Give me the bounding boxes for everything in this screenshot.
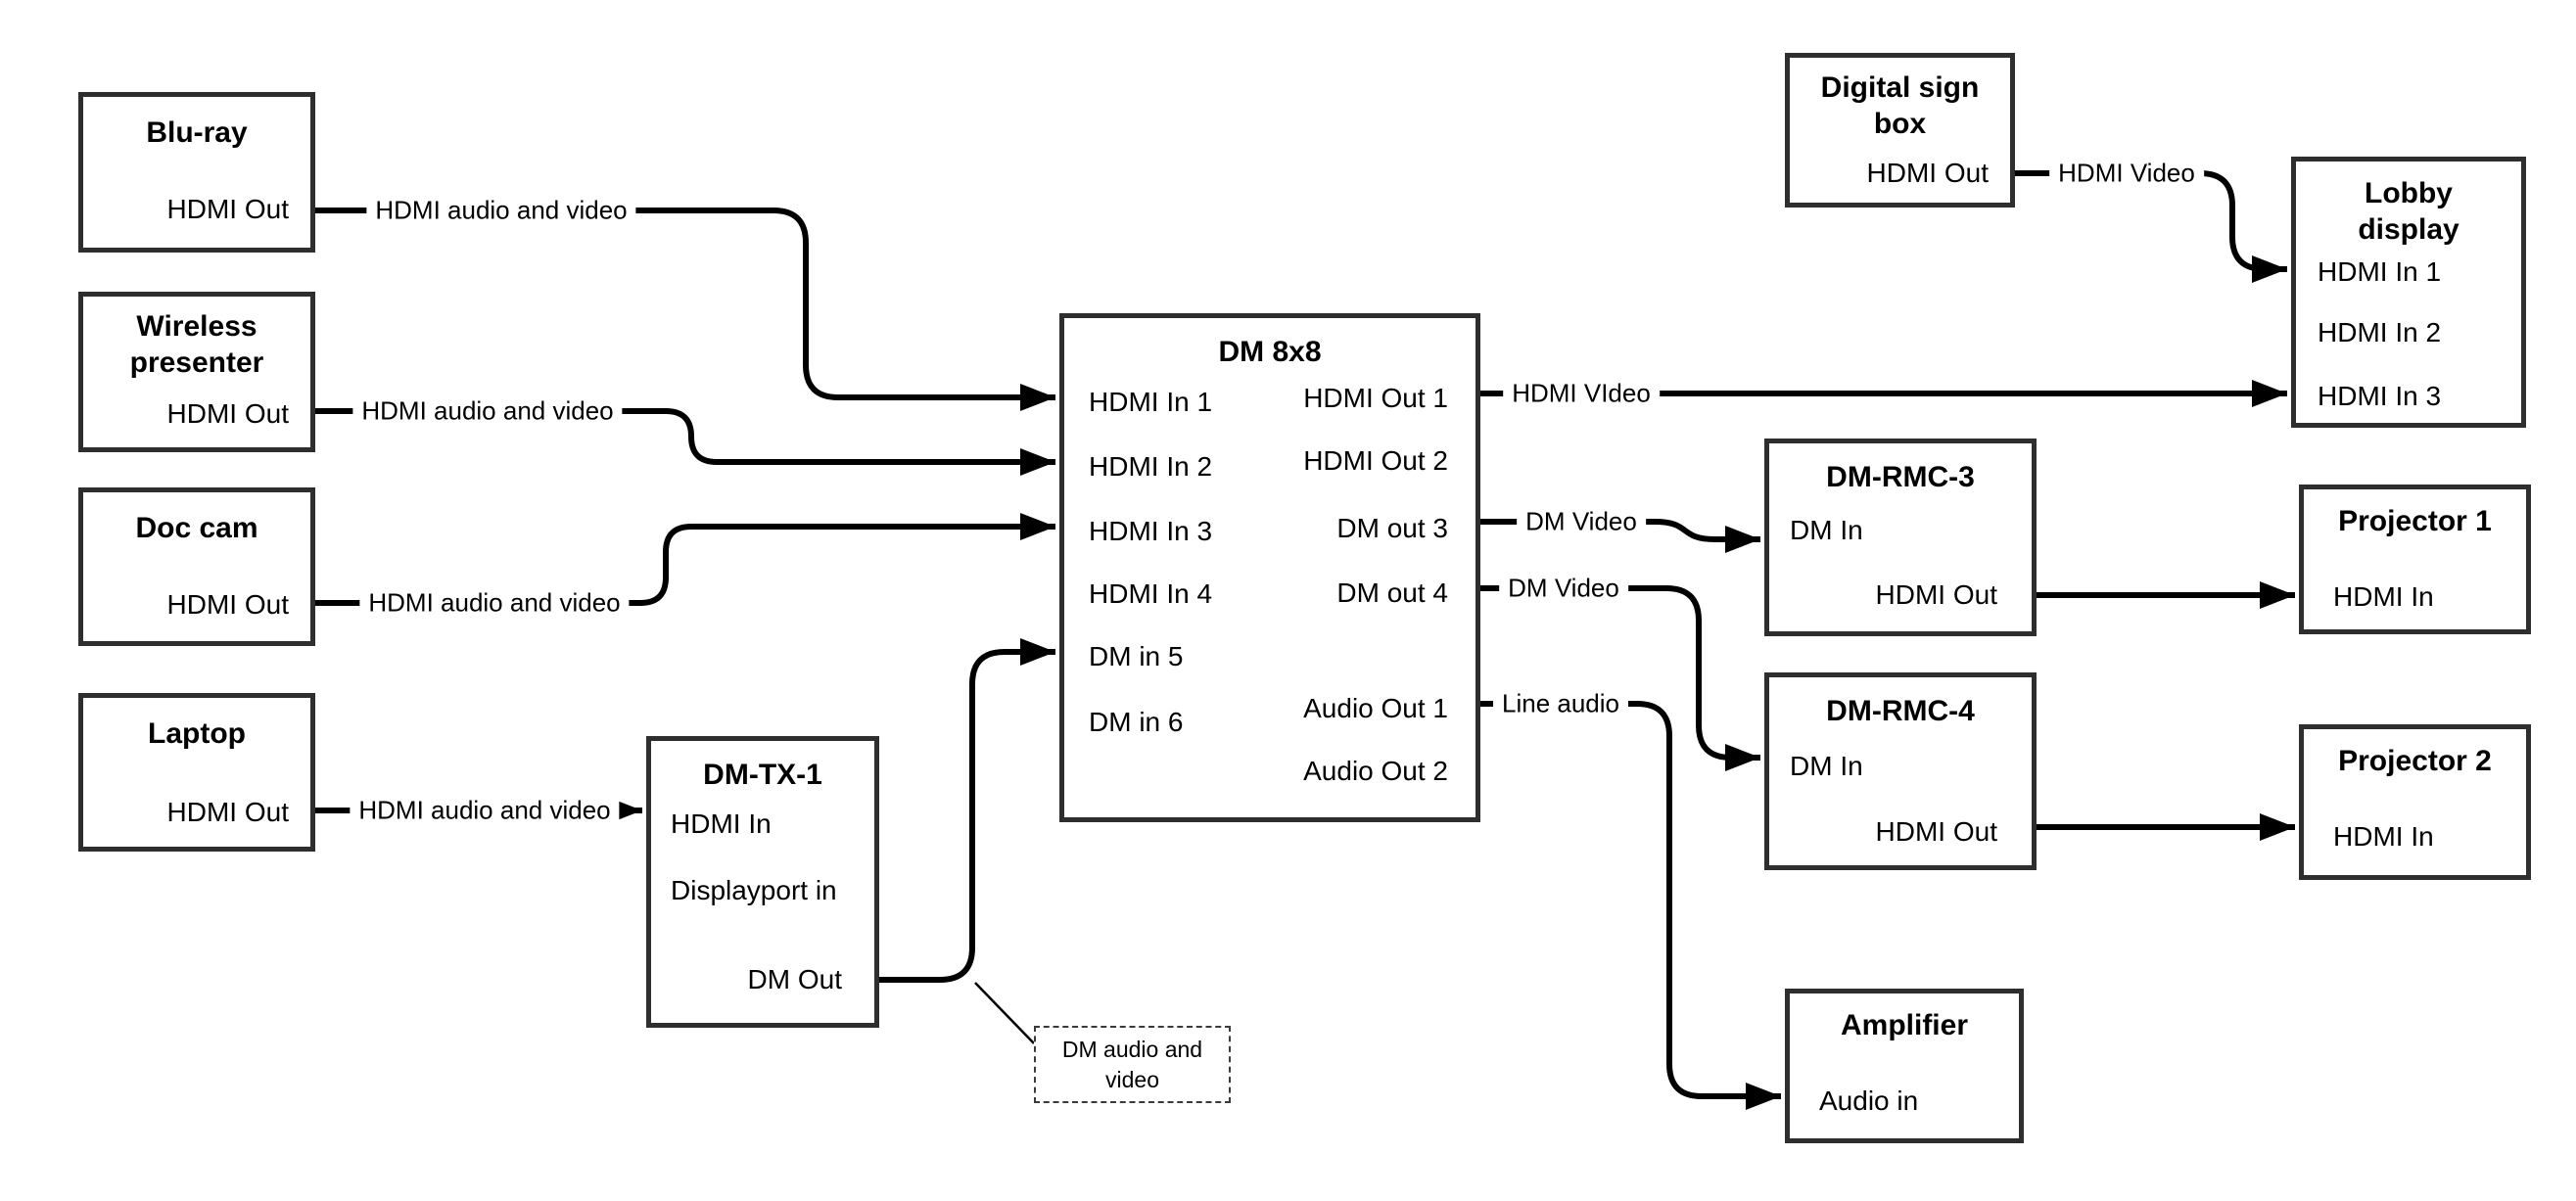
node-amplifier: Amplifier Audio in bbox=[1785, 989, 2024, 1143]
node-bluray-title: Blu-ray bbox=[146, 116, 248, 149]
wire-label-line-audio: Line audio bbox=[1493, 688, 1628, 719]
annotation-text: DM audio and video bbox=[1061, 1036, 1203, 1092]
node-dmtx1-title: DM-TX-1 bbox=[703, 759, 822, 791]
port-dm8x8-dm-out-4: DM out 4 bbox=[1336, 577, 1448, 608]
node-laptop: Laptop HDMI Out bbox=[78, 693, 315, 852]
wire-dm8x8-out4-to-dmrmc4 bbox=[1480, 585, 1760, 771]
wire-dm8x8-audio1-to-amplifier bbox=[1480, 701, 1781, 1110]
wire-wireless-to-dm8x8-in2 bbox=[315, 408, 1055, 476]
wire-label-wireless: HDMI audio and video bbox=[352, 395, 623, 427]
node-projector-1: Projector 1 HDMI In bbox=[2299, 485, 2531, 634]
node-dm-rmc-3: DM-RMC-3 DM In HDMI Out bbox=[1764, 439, 2037, 636]
port-dm8x8-dm-in-5: DM in 5 bbox=[1089, 641, 1184, 671]
port-dm8x8-hdmi-out-2: HDMI Out 2 bbox=[1303, 445, 1448, 476]
wire-label-dm-out3: DM Video bbox=[1517, 506, 1646, 537]
wire-label-digitalsign: HDMI Video bbox=[2049, 158, 2204, 189]
port-dmtx1-displayport-in: Displayport in bbox=[671, 875, 837, 905]
port-dm8x8-audio-out-2: Audio Out 2 bbox=[1303, 756, 1448, 786]
wire-digitalsign-to-lobby-in1 bbox=[2015, 170, 2287, 283]
node-projector-2: Projector 2 HDMI In bbox=[2299, 724, 2531, 880]
node-doccam-title: Doc cam bbox=[135, 512, 258, 544]
port-proj2-hdmi-in: HDMI In bbox=[2333, 821, 2434, 852]
port-dm8x8-hdmi-in-4: HDMI In 4 bbox=[1089, 578, 1213, 609]
port-laptop-hdmi-out: HDMI Out bbox=[166, 797, 289, 827]
node-digital-sign-box: Digital sign box HDMI Out bbox=[1785, 53, 2015, 208]
port-dm8x8-hdmi-out-1: HDMI Out 1 bbox=[1303, 383, 1448, 413]
port-dm8x8-dm-out-3: DM out 3 bbox=[1336, 513, 1448, 543]
port-dmtx1-dm-out: DM Out bbox=[747, 964, 842, 994]
node-dm-tx-1: DM-TX-1 HDMI In Displayport in DM Out bbox=[646, 736, 879, 1028]
port-dm8x8-hdmi-in-3: HDMI In 3 bbox=[1089, 516, 1213, 546]
port-lobby-hdmi-in-1: HDMI In 1 bbox=[2318, 256, 2442, 287]
port-proj1-hdmi-in: HDMI In bbox=[2333, 581, 2434, 612]
wire-label-doccam: HDMI audio and video bbox=[359, 587, 630, 619]
node-doc-cam: Doc cam HDMI Out bbox=[78, 487, 315, 646]
port-dmrmc4-dm-in: DM In bbox=[1790, 751, 1863, 781]
wire-label-hdmi-out1: HDMI VIdeo bbox=[1503, 378, 1660, 409]
wire-dmtx1-to-dm8x8-in5 bbox=[879, 638, 1055, 983]
node-lobby-title: Lobby display bbox=[2358, 177, 2459, 246]
port-dmrmc3-dm-in: DM In bbox=[1790, 515, 1863, 545]
node-dmrmc4-title: DM-RMC-4 bbox=[1826, 695, 1975, 727]
node-lobby-display: Lobby display HDMI In 1 HDMI In 2 HDMI I… bbox=[2291, 157, 2526, 428]
port-lobby-hdmi-in-3: HDMI In 3 bbox=[2318, 381, 2442, 411]
wire-label-laptop: HDMI audio and video bbox=[350, 795, 620, 826]
node-wireless-title: Wireless presenter bbox=[129, 310, 264, 379]
port-dm8x8-dm-in-6: DM in 6 bbox=[1089, 707, 1184, 737]
node-proj1-title: Projector 1 bbox=[2338, 505, 2492, 537]
annotation-dm-audio-and-video: DM audio and video bbox=[1034, 1026, 1231, 1103]
port-lobby-hdmi-in-2: HDMI In 2 bbox=[2318, 317, 2442, 347]
node-bluray: Blu-ray HDMI Out bbox=[78, 92, 315, 253]
port-digitalsign-hdmi-out: HDMI Out bbox=[1866, 158, 1989, 188]
port-dmrmc4-hdmi-out: HDMI Out bbox=[1875, 816, 1997, 847]
node-wireless-presenter: Wireless presenter HDMI Out bbox=[78, 292, 315, 452]
port-dmrmc3-hdmi-out: HDMI Out bbox=[1875, 579, 1997, 610]
port-dm8x8-hdmi-in-1: HDMI In 1 bbox=[1089, 387, 1213, 417]
wire-bluray-to-dm8x8-in1 bbox=[315, 208, 1055, 411]
port-dm8x8-hdmi-in-2: HDMI In 2 bbox=[1089, 451, 1213, 482]
port-dm8x8-audio-out-1: Audio Out 1 bbox=[1303, 693, 1448, 723]
node-dmrmc3-title: DM-RMC-3 bbox=[1826, 461, 1975, 493]
wire-label-bluray: HDMI audio and video bbox=[366, 195, 636, 226]
port-wireless-hdmi-out: HDMI Out bbox=[166, 398, 289, 429]
port-dmtx1-hdmi-in: HDMI In bbox=[671, 808, 772, 839]
wire-dm8x8-out3-to-dmrmc3 bbox=[1480, 519, 1760, 553]
wire-doccam-to-dm8x8-in3 bbox=[315, 513, 1055, 606]
node-dm-8x8: DM 8x8 HDMI In 1 HDMI In 2 HDMI In 3 HDM… bbox=[1059, 313, 1480, 822]
annotation-leader-line bbox=[974, 982, 1035, 1044]
node-digitalsign-title: Digital sign box bbox=[1820, 71, 1980, 140]
wire-label-dm-out4: DM Video bbox=[1499, 573, 1628, 604]
node-laptop-title: Laptop bbox=[148, 717, 246, 750]
node-dm8x8-title: DM 8x8 bbox=[1218, 336, 1322, 368]
port-bluray-hdmi-out: HDMI Out bbox=[166, 194, 289, 224]
port-amplifier-audio-in: Audio in bbox=[1819, 1086, 1919, 1116]
node-proj2-title: Projector 2 bbox=[2338, 745, 2492, 777]
port-doccam-hdmi-out: HDMI Out bbox=[166, 589, 289, 620]
node-amplifier-title: Amplifier bbox=[1840, 1009, 1969, 1041]
node-dm-rmc-4: DM-RMC-4 DM In HDMI Out bbox=[1764, 672, 2037, 870]
